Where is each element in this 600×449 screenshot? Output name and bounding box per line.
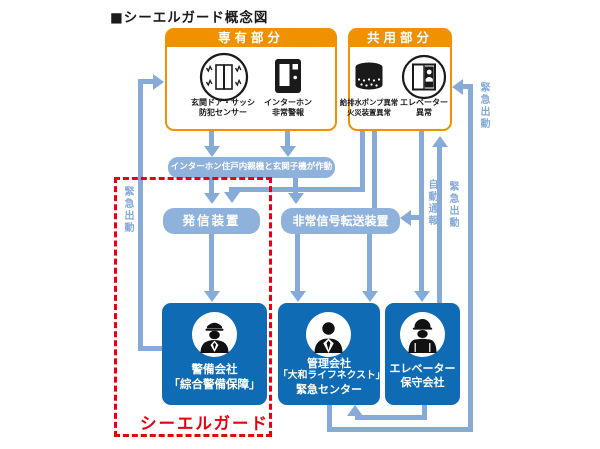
elevator-maintenance-box: エレベーター 保守会社 (385, 303, 460, 405)
arrow-down-icon (204, 146, 220, 157)
diagram-title: ■シーエルガード概念図 (110, 10, 269, 26)
arrow-down-icon (414, 291, 430, 302)
arrow-down-icon (204, 193, 220, 204)
arrow-down-icon (280, 146, 296, 157)
arrow-down-icon (362, 291, 378, 302)
arrow-left-icon (452, 79, 463, 95)
flow-line (367, 234, 372, 292)
flow-line (437, 147, 442, 303)
flow-line (295, 234, 300, 292)
flow-line (372, 131, 377, 208)
management-company-box: 管理会社 「大和ライフネクスト」 緊急センター (278, 303, 386, 405)
arrow-up-icon (347, 405, 363, 416)
flow-line (293, 178, 298, 194)
management-company-label: 管理会社 「大和ライフネクスト」 緊急センター (278, 357, 386, 396)
flow-line (461, 84, 473, 89)
flow-line (409, 215, 420, 220)
guard-icon (192, 312, 237, 357)
flow-line (209, 234, 214, 292)
auto-report-label: 自動通報 (426, 179, 437, 227)
flow-line (138, 79, 143, 351)
flow-line (285, 131, 290, 147)
arrow-down-icon (290, 291, 306, 302)
flow-line (229, 187, 365, 192)
elevator-label: エレベーター 異常 (400, 98, 448, 117)
door-sensor-icon (199, 52, 249, 102)
arrow-left-icon (400, 210, 411, 226)
security-company-label: 警備会社 「綜合警備保障」 (168, 362, 261, 391)
cl-guard-outline (114, 177, 272, 437)
flow-line (468, 84, 473, 432)
emergency-dispatch-label-left: 緊急出動 (122, 186, 133, 234)
door-sensor-label: 玄関ドア・サッシ 防犯センサー (191, 98, 255, 117)
signal-transfer-box: 非常信号転送装置 (281, 208, 400, 234)
elevator-maintenance-label: エレベーター 保守会社 (389, 362, 456, 389)
flow-line (327, 405, 332, 432)
flow-line (355, 415, 427, 420)
flow-line (422, 405, 427, 420)
arrow-down-icon (288, 193, 304, 204)
arrow-right-icon (153, 74, 164, 90)
flow-line (327, 427, 473, 432)
arrow-down-icon (224, 192, 240, 203)
pump-label: 給排水ポンプ異常 火災装置異常 (339, 98, 399, 117)
arrow-down-icon (204, 291, 220, 302)
pump-icon (355, 62, 383, 90)
flow-line (419, 131, 424, 291)
elevator-icon (401, 54, 447, 100)
manager-icon (306, 312, 351, 357)
flow-line (360, 131, 365, 192)
flow-line (209, 131, 214, 147)
private-section-box: 専有部分 (165, 28, 337, 131)
transmitter-box: 発信装置 (163, 208, 260, 234)
intercom-label: インターホン 非常警報 (264, 98, 312, 117)
flow-line (143, 79, 155, 84)
intercom-icon (275, 59, 301, 93)
cl-guard-label: シーエルガード (140, 414, 270, 433)
emergency-dispatch-label-right: 緊急出動 (478, 82, 489, 130)
common-section-header: 共用部分 (349, 29, 451, 47)
flow-line (138, 346, 163, 351)
private-section-header: 専有部分 (166, 29, 336, 47)
emergency-dispatch-label-mid: 緊急出動 (447, 181, 458, 229)
intercom-activation-box: インターホン住戸内親機と玄関子機が作動 (168, 157, 335, 178)
flow-line (209, 178, 214, 194)
arrow-up-icon (432, 136, 448, 147)
security-company-box: 警備会社 「綜合警備保障」 (162, 303, 267, 405)
worker-icon (400, 312, 445, 357)
